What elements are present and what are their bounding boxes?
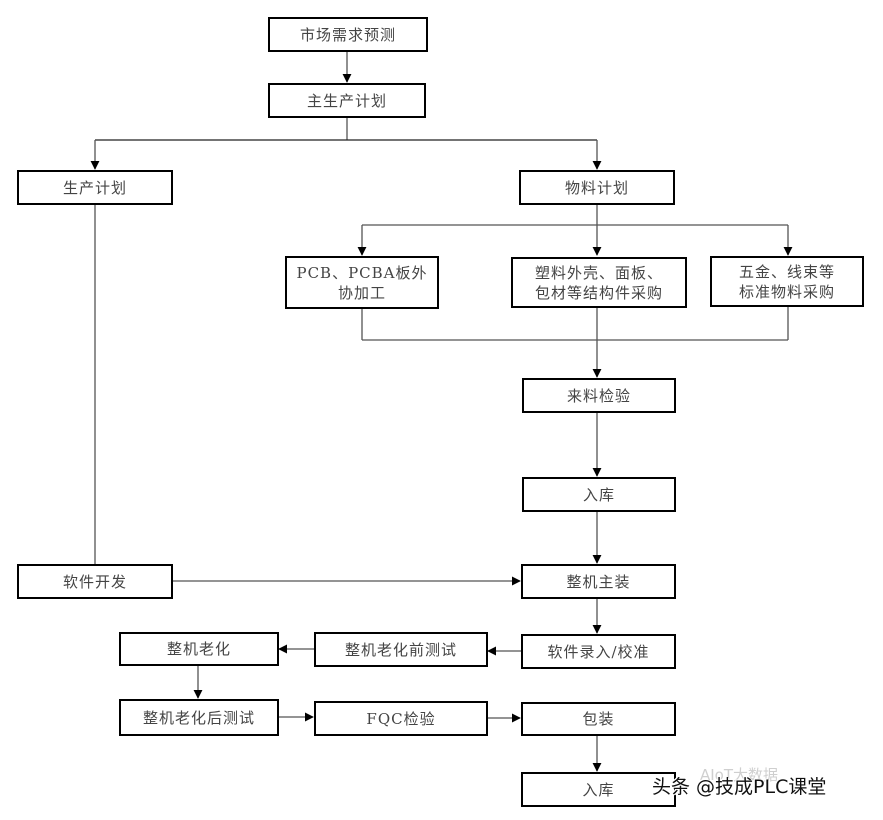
node-label: 整机老化前测试: [344, 640, 457, 659]
node-structural-purchase: 塑料外壳、面板、 包材等结构件采购: [511, 257, 687, 308]
node-label: 入库: [582, 780, 615, 799]
node-post-aging-test: 整机老化后测试: [119, 699, 279, 736]
node-warehousing-1: 入库: [522, 477, 676, 512]
node-label: 整机主装: [566, 572, 631, 591]
node-pcb-outsource: PCB、PCBA板外 协加工: [285, 256, 439, 309]
node-software-load: 软件录入/校准: [521, 634, 676, 669]
node-production-plan: 生产计划: [17, 170, 173, 205]
node-label: 软件开发: [62, 572, 127, 591]
node-label: 软件录入/校准: [547, 642, 650, 661]
node-label: 主生产计划: [306, 91, 387, 110]
node-incoming-inspection: 来料检验: [522, 378, 676, 413]
node-label: 来料检验: [566, 386, 631, 405]
node-label: 包装: [582, 710, 615, 728]
node-label: 物料计划: [564, 178, 629, 197]
watermark: 头条 @技成PLC课堂: [652, 776, 827, 798]
node-warehousing-2: 入库: [521, 772, 676, 807]
node-fqc: FQC检验: [314, 701, 488, 736]
node-assembly: 整机主装: [521, 564, 676, 599]
node-label: 整机老化: [166, 640, 231, 658]
node-market-forecast: 市场需求预测: [268, 17, 428, 52]
node-label: 五金、线束等 标准物料采购: [738, 262, 835, 301]
watermark-faint: AIoT大数据: [700, 766, 779, 784]
node-label: 市场需求预测: [299, 25, 396, 44]
node-master-plan: 主生产计划: [268, 83, 426, 118]
node-label: 整机老化后测试: [142, 708, 255, 727]
node-material-plan: 物料计划: [519, 170, 675, 205]
node-standard-purchase: 五金、线束等 标准物料采购: [710, 256, 864, 307]
node-pre-aging-test: 整机老化前测试: [314, 632, 488, 667]
node-software-dev: 软件开发: [17, 564, 173, 599]
node-label: FQC检验: [366, 709, 436, 728]
node-label: PCB、PCBA板外 协加工: [296, 263, 428, 302]
node-aging: 整机老化: [119, 632, 279, 666]
node-packaging: 包装: [521, 702, 676, 736]
node-label: 入库: [582, 485, 615, 504]
node-label: 塑料外壳、面板、 包材等结构件采购: [534, 263, 663, 302]
node-label: 生产计划: [62, 178, 127, 197]
